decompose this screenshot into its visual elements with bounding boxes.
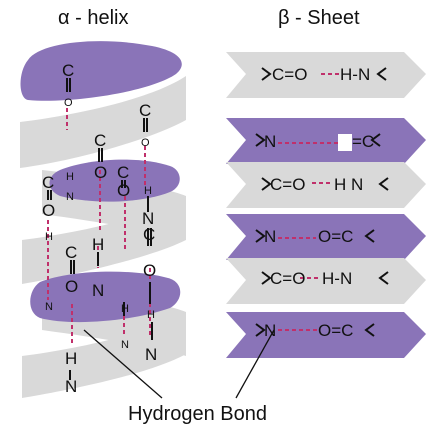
helix-atom-h3: H	[92, 235, 104, 254]
helix-atom-h8: H	[65, 349, 77, 368]
sheet-bond-strokes	[255, 67, 389, 337]
beta-strand-5	[226, 258, 426, 304]
sheet-row-6-left: N	[264, 321, 276, 340]
helix-atom-o7: O	[65, 277, 78, 296]
helix-atom-n2: N	[142, 209, 154, 228]
sheet-row-1-left: C=O	[272, 65, 307, 84]
sheet-row-1-right: H-N	[340, 65, 370, 84]
beta-strand-3	[226, 162, 426, 208]
helix-atom-o4: O	[42, 201, 55, 220]
alpha-helix: C O C O C O C O H H N C O H N C O H N C …	[20, 41, 186, 398]
helix-atom-h6: H	[147, 309, 155, 321]
helix-atom-c5: C	[117, 163, 129, 182]
sheet-row-4-left: N	[264, 227, 276, 246]
helix-atom-h4: H	[45, 231, 53, 243]
helix-atom-n4: N	[145, 345, 157, 364]
sheet-row-2-blank	[338, 134, 352, 151]
helix-atom-o6: O	[143, 261, 156, 280]
helix-atom-n7: N	[45, 301, 53, 313]
sheet-row-2-right: =C	[352, 132, 374, 151]
sheet-hydrogen-bonds	[278, 73, 340, 331]
beta-strand-2	[226, 118, 426, 164]
beta-strand-6	[226, 312, 426, 358]
helix-atom-h1: H	[66, 171, 74, 183]
helix-atom-n8: N	[65, 377, 77, 396]
beta-sheet: C=O H-N N =C C=O H N N O=C C=O H-N N O=C	[226, 52, 426, 358]
helix-atom-c2: C	[139, 101, 151, 120]
helix-ribbon-gray-5	[22, 312, 186, 398]
helix-title: α - helix	[58, 7, 128, 29]
helix-covalent-bonds	[47, 78, 153, 380]
helix-atom-n5: N	[121, 339, 129, 351]
sheet-row-2-left: N	[264, 132, 276, 151]
helix-ribbon-gray-3	[22, 196, 186, 284]
helix-ribbon-purple-2	[49, 159, 180, 202]
helix-atom-c3: C	[94, 131, 106, 150]
sheet-title: β - Sheet	[278, 7, 360, 29]
helix-atom-c6: C	[143, 225, 155, 244]
helix-atom-o2: O	[141, 137, 150, 149]
hydrogen-bond-caption: Hydrogen Bond	[128, 403, 267, 425]
helix-atom-o5: O	[117, 181, 130, 200]
helix-atom-c7: C	[65, 243, 77, 262]
beta-strand-1	[226, 52, 426, 98]
sheet-row-4-right: O=C	[318, 227, 353, 246]
sheet-row-6-right: O=C	[318, 321, 353, 340]
helix-atom-n1: N	[66, 191, 74, 203]
helix-ribbon-purple-1	[20, 41, 182, 101]
caption-leaders	[83, 329, 275, 399]
beta-strand-4	[226, 214, 426, 260]
sheet-row-3-right: H N	[334, 175, 363, 194]
helix-ribbon-purple-3	[30, 271, 181, 323]
helix-atom-o3: O	[94, 163, 107, 182]
helix-atom-c4: C	[42, 173, 54, 192]
helix-atom-n3: N	[92, 281, 104, 300]
helix-atom-h2: H	[144, 185, 152, 197]
helix-atom-h5: H	[121, 303, 129, 315]
helix-atom-c1: C	[62, 61, 74, 80]
helix-atom-o1: O	[64, 97, 73, 109]
sheet-row-3-left: C=O	[270, 175, 305, 194]
sheet-row-5-left: C=O	[270, 269, 305, 288]
sheet-row-5-right: H-N	[322, 269, 352, 288]
helix-ribbon-gray-1	[20, 76, 186, 168]
